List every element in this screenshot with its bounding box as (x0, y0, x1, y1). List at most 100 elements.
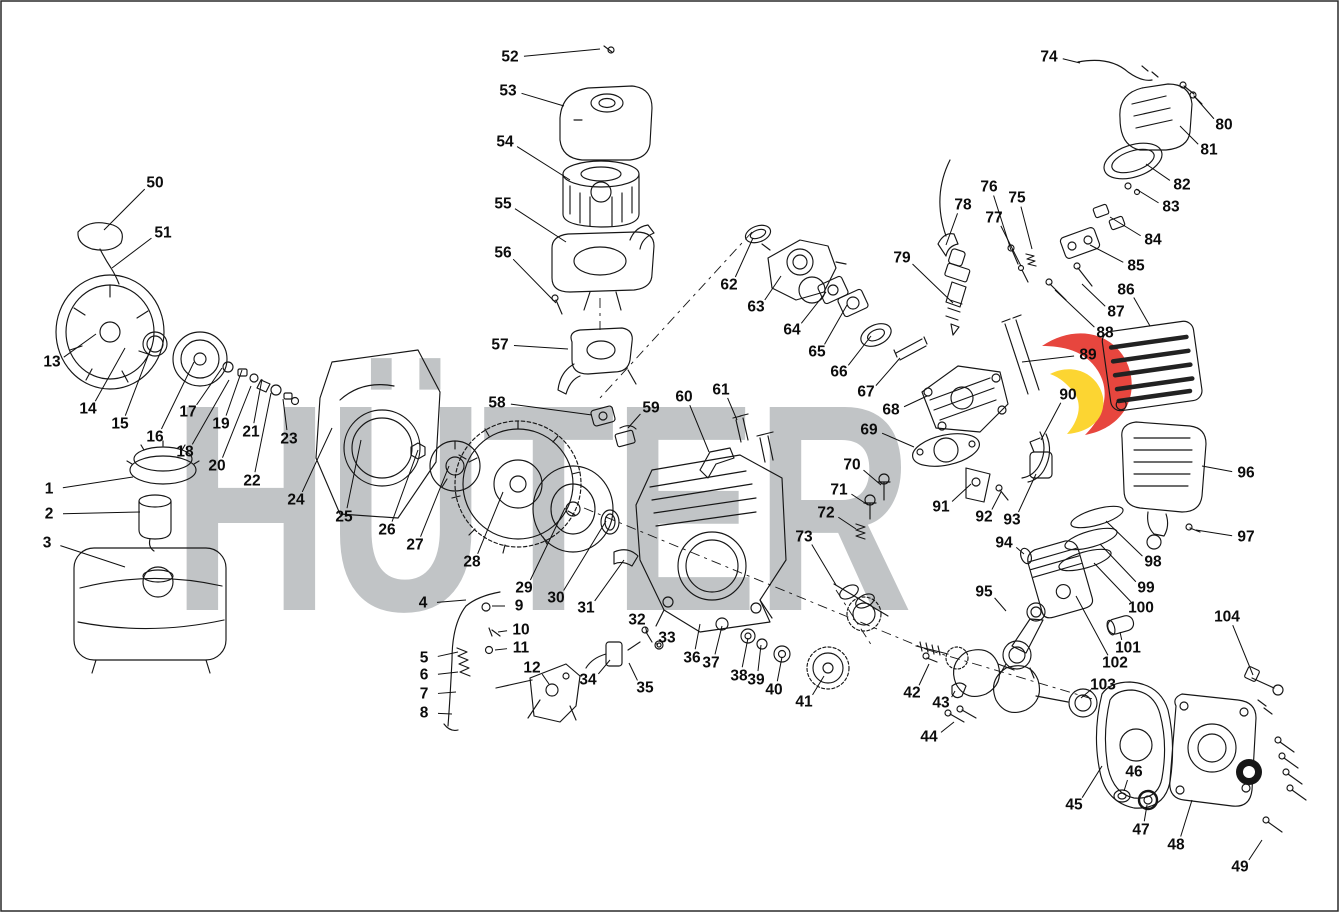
leader-line (1123, 779, 1128, 792)
piston-pin (1106, 615, 1135, 636)
leader-line (1109, 216, 1141, 237)
starter-ratchet-hardware (222, 361, 300, 406)
fuel-filter (138, 494, 172, 552)
part-number-label: 40 (765, 682, 782, 699)
cover-screw (603, 45, 615, 54)
part-number-label: 48 (1167, 837, 1185, 854)
callout-layer: 1234567891011121314151617181920212223242… (43, 49, 1263, 876)
part-number-label: 36 (683, 650, 701, 667)
part-number-label: 72 (817, 505, 834, 522)
breather-box (1029, 437, 1053, 479)
part-number-label: 32 (628, 612, 645, 629)
leader-line (1232, 625, 1254, 676)
part-number-label: 103 (1090, 677, 1116, 694)
part-number-label: 17 (179, 404, 196, 421)
air-filter-element (562, 160, 640, 228)
carburetor (761, 239, 847, 304)
part-number-label: 5 (420, 650, 429, 667)
part-number-label: 65 (808, 344, 826, 361)
part-number-label: 26 (378, 522, 396, 539)
leader-line (516, 146, 571, 181)
part-number-label: 95 (975, 584, 993, 601)
part-number-label: 42 (903, 685, 920, 702)
leader-line (514, 208, 567, 243)
logo-yellow-shape (1050, 369, 1104, 434)
part-number-label: 38 (730, 668, 748, 685)
leader-line (1201, 465, 1233, 473)
leader-line (62, 476, 134, 489)
leader-line (494, 648, 508, 651)
part-number-label: 84 (1144, 232, 1162, 249)
part-number-label: 58 (488, 395, 506, 412)
part-number-label: 52 (501, 49, 518, 66)
part-number-label: 100 (1128, 600, 1154, 617)
part-number-label: 61 (712, 382, 730, 399)
leader-line (847, 335, 872, 366)
muffler-guard (1121, 421, 1207, 550)
leader-line (124, 347, 152, 416)
breather-screw (995, 484, 1009, 501)
part-number-label: 39 (747, 672, 765, 689)
part-number-label: 80 (1215, 117, 1232, 134)
leader-line (1193, 95, 1215, 120)
leader-line (628, 662, 638, 681)
guard-screw (1185, 523, 1201, 533)
leader-line (497, 630, 508, 633)
logo-red-shape (1042, 333, 1132, 435)
part-number-label: 6 (420, 667, 429, 684)
part-number-label: 78 (954, 197, 972, 214)
part-number-label: 91 (932, 499, 950, 516)
leader-line (94, 347, 126, 402)
fuel-tank (73, 547, 227, 674)
valve-springs (855, 523, 866, 540)
fan-shroud (315, 349, 441, 519)
part-number-label: 10 (512, 622, 529, 639)
leader-line (741, 637, 749, 668)
leader-line (563, 520, 607, 591)
leader-line (437, 712, 453, 715)
leader-line (800, 291, 827, 324)
carb-spacer (837, 288, 869, 318)
leader-line (951, 690, 956, 698)
leader-line (881, 432, 915, 448)
part-number-label: 19 (212, 416, 230, 433)
part-number-label: 98 (1144, 554, 1162, 571)
leader-line (727, 397, 738, 421)
cooling-fan-rotor (532, 465, 614, 553)
leader-line (513, 345, 569, 350)
intake-valve (877, 473, 891, 501)
retainer-clip (951, 682, 967, 699)
intake-bracket (699, 447, 735, 479)
part-number-label: 53 (499, 83, 517, 100)
ignition-lead-wire (1077, 59, 1159, 81)
leader-line (1081, 283, 1106, 307)
carb-spacer-gasket (817, 275, 849, 305)
leader-line (282, 398, 288, 431)
part-number-label: 18 (176, 444, 194, 461)
leader-line (627, 413, 641, 429)
leader-line (1195, 529, 1233, 537)
part-number-label: 2 (45, 506, 54, 523)
exhaust-valve (863, 494, 877, 520)
small-fasteners (1124, 182, 1141, 196)
leader-line (1018, 473, 1037, 513)
exhaust-flange-plate (1059, 227, 1101, 259)
leader-line (776, 656, 783, 682)
part-number-label: 89 (1079, 347, 1097, 364)
leader-line (1180, 799, 1193, 837)
head-bolts (732, 413, 774, 463)
part-number-label: 20 (208, 458, 225, 475)
leader-line (437, 651, 459, 657)
part-number-label: 104 (1214, 609, 1240, 626)
part-number-label: 101 (1115, 640, 1141, 657)
engine-block (635, 454, 787, 633)
leader-line (191, 379, 230, 445)
part-number-label: 4 (419, 595, 428, 612)
control-bracket (527, 663, 581, 723)
part-number-label: 28 (463, 554, 481, 571)
part-number-label: 88 (1096, 325, 1114, 342)
leader-line (301, 427, 333, 493)
oil-sensor-module (585, 641, 641, 669)
governor-linkage (443, 591, 533, 731)
